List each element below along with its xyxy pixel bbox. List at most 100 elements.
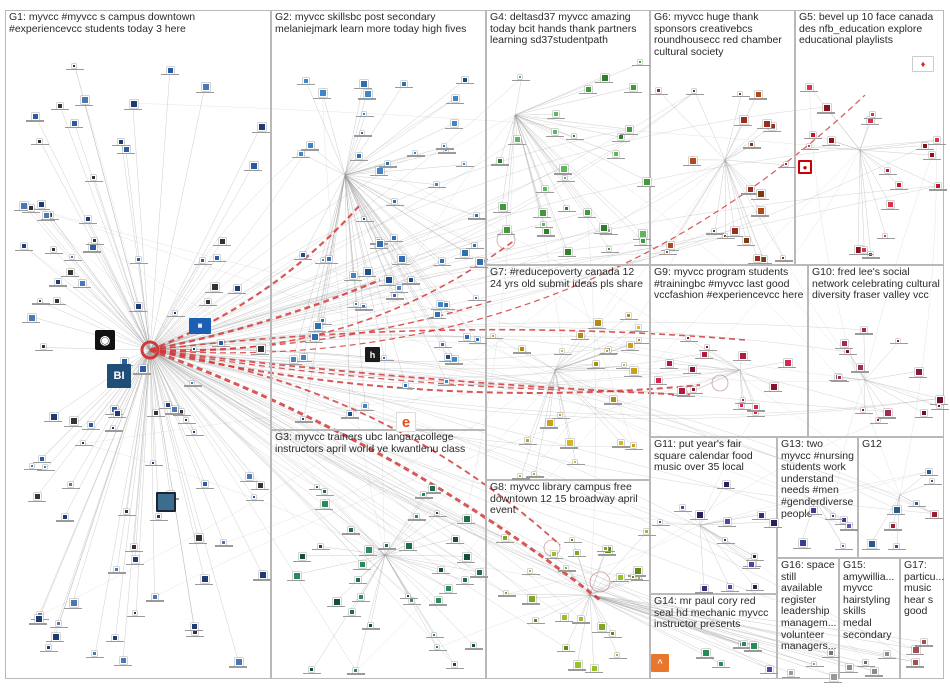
edge: [514, 114, 644, 242]
eye-logo-icon: ◉: [95, 330, 115, 350]
vertex-avatar: [346, 410, 353, 417]
edge: [149, 334, 888, 413]
vertex-label-mark: [379, 284, 398, 287]
vertex-avatar: [629, 84, 637, 92]
vertex-avatar: [112, 634, 119, 641]
edge: [344, 174, 350, 414]
vertex-avatar: [926, 468, 933, 475]
vertex-avatar: [765, 665, 773, 673]
vertex-avatar: [723, 518, 731, 526]
vertex-avatar: [757, 206, 766, 215]
vertex-avatar: [431, 632, 436, 637]
edge: [554, 369, 570, 442]
vertex-label-mark: [624, 579, 643, 581]
vertex-avatar: [930, 479, 935, 484]
edge: [355, 554, 386, 672]
vertex-label-mark: [86, 656, 105, 658]
vertex-avatar: [695, 510, 704, 519]
edge: [149, 349, 508, 595]
edge: [589, 421, 879, 596]
vertex-avatar: [420, 491, 426, 497]
edge: [91, 245, 151, 351]
vertex-label-mark: [386, 204, 405, 206]
vertex-avatar: [353, 302, 358, 307]
vertex-label-mark: [609, 657, 628, 659]
vertex-avatar: [593, 361, 600, 368]
vertex-label-mark: [313, 97, 332, 99]
vertex-label-mark: [354, 88, 373, 90]
edge: [149, 349, 263, 574]
edge: [514, 88, 589, 116]
vertex-avatar: [688, 156, 697, 165]
edge: [83, 443, 386, 556]
edge: [149, 86, 206, 351]
edge: [94, 178, 151, 351]
vertex-label-mark: [301, 149, 320, 151]
edge: [122, 349, 151, 661]
vertex-label-mark: [572, 622, 591, 624]
vertex-label-mark: [604, 403, 623, 405]
vertex-label-mark: [213, 245, 232, 247]
vertex-label-mark: [740, 193, 759, 195]
vertex-avatar: [689, 365, 697, 373]
group-g5: G5: bevel up 10 face canada des nfb_educ…: [795, 10, 944, 265]
vertex-avatar: [869, 112, 875, 118]
vertex-avatar: [933, 137, 940, 144]
vertex-label-mark: [78, 222, 97, 224]
edge: [580, 594, 591, 619]
edge: [739, 369, 757, 407]
vertex-avatar: [501, 535, 508, 542]
vertex-label-mark: [48, 304, 67, 306]
vertex-avatar: [806, 83, 814, 91]
vertex-label-mark: [599, 352, 618, 354]
edge: [292, 174, 346, 360]
edge: [360, 554, 386, 598]
vertex-label-mark: [883, 529, 902, 531]
edge: [609, 159, 726, 232]
vertex-avatar: [20, 201, 29, 210]
vertex-avatar: [502, 225, 511, 234]
vertex-avatar: [396, 285, 403, 292]
edge: [724, 159, 735, 231]
vertex-label-mark: [600, 233, 619, 235]
vertex-avatar: [406, 593, 411, 598]
vertex-label-mark: [21, 211, 40, 213]
edge: [324, 174, 346, 262]
vertex-avatar: [392, 199, 398, 205]
edge: [864, 341, 900, 381]
vertex-label-mark: [568, 556, 587, 558]
edge: [514, 78, 522, 116]
vertex-avatar: [164, 401, 171, 408]
vertex-avatar: [201, 575, 210, 584]
vertex-avatar: [322, 489, 328, 495]
vertex-label-mark: [428, 318, 447, 320]
vertex-label-mark: [196, 91, 214, 93]
vertex-label-mark: [44, 252, 63, 254]
vertex-label-mark: [857, 665, 876, 667]
bi-logo-icon: BI: [107, 364, 131, 388]
vertex-avatar: [846, 522, 853, 529]
vertex-avatar: [471, 242, 477, 248]
vertex-avatar: [868, 540, 877, 548]
vertex-avatar: [539, 208, 548, 217]
vertex-avatar: [408, 276, 415, 283]
vertex-avatar: [131, 556, 139, 564]
vertex-label-mark: [544, 557, 563, 559]
vertex-avatar: [643, 177, 652, 186]
vertex-avatar: [88, 242, 97, 251]
edge: [58, 281, 151, 351]
vertex-label-mark: [377, 548, 396, 550]
h-logo-icon: h: [365, 347, 380, 362]
vertex-label-mark: [716, 238, 735, 240]
vertex-avatar: [461, 161, 466, 166]
edge: [692, 368, 741, 371]
vertex-avatar: [27, 205, 34, 212]
edge: [589, 594, 722, 664]
edge: [589, 594, 916, 663]
edge: [384, 554, 455, 666]
edge: [437, 594, 591, 649]
edge: [814, 499, 844, 548]
vertex-avatar: [259, 570, 268, 579]
vertex-avatar: [438, 258, 445, 265]
